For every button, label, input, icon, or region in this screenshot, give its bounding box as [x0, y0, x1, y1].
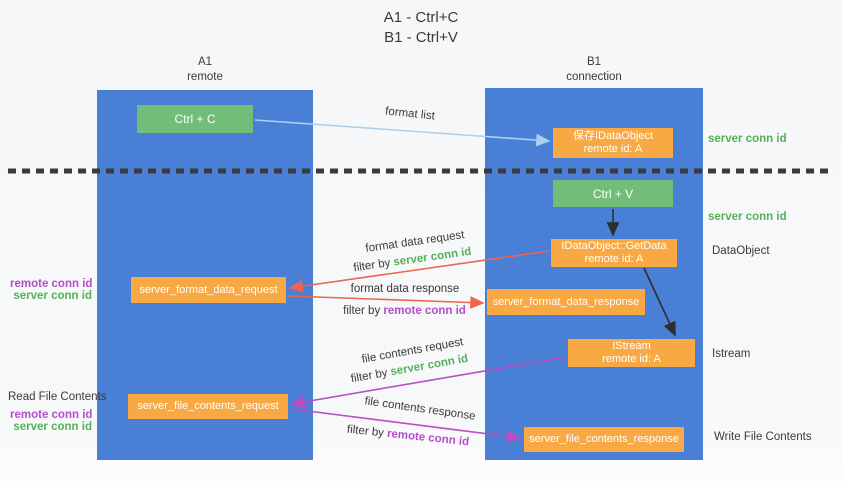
- format-data-response-filter-label: filter by remote conn id: [332, 305, 477, 317]
- ctrl-c-label: Ctrl + C: [174, 112, 216, 126]
- read-file-contents-label: Read File Contents: [8, 391, 107, 403]
- server-conn-id-left-mid-label: server conn id: [13, 290, 92, 302]
- left-bottom-conn-id-labels: remote conn id server conn id: [10, 409, 92, 433]
- remote-conn-id-highlight: remote conn id: [386, 427, 470, 449]
- title-line-1: A1 - Ctrl+C: [383, 9, 459, 26]
- idataobject-getdata-line2: remote id: A: [584, 253, 644, 265]
- file-contents-response-filter-label: filter by remote conn id: [333, 422, 483, 450]
- server-format-data-response-box: server_format_data_response: [487, 289, 645, 315]
- title-line-2: B1 - Ctrl+V: [384, 29, 458, 46]
- server-conn-id-mid-label: server conn id: [708, 211, 787, 223]
- server-file-contents-response-label: server_file_contents_response: [529, 433, 679, 445]
- istream-line2: remote id: A: [602, 353, 661, 365]
- istream-side-label: Istream: [712, 348, 751, 360]
- filter-by-prefix: filter by: [346, 423, 388, 440]
- server-file-contents-request-box: server_file_contents_request: [128, 394, 288, 419]
- right-column-subtitle: connection: [566, 71, 622, 83]
- save-idataobject-line2: remote id: A: [583, 143, 643, 155]
- write-file-contents-label: Write File Contents: [714, 431, 812, 443]
- server-conn-id-left-bottom-label: server conn id: [13, 421, 92, 433]
- format-data-response-edge-label: format data response: [350, 283, 460, 295]
- left-column-name: A1: [197, 56, 213, 68]
- left-column-header: A1 remote: [97, 55, 313, 85]
- server-file-contents-response-box: server_file_contents_response: [524, 427, 684, 452]
- format-list-edge-label: format list: [384, 105, 436, 123]
- server-format-data-request-label: server_format_data_request: [139, 283, 278, 296]
- left-column-subtitle: remote: [187, 71, 223, 83]
- server-file-contents-request-label: server_file_contents_request: [137, 400, 279, 412]
- idataobject-getdata-box: IDataObject::GetData remote id: A: [551, 239, 677, 267]
- save-idataobject-box: 保存IDataObject remote id: A: [553, 128, 673, 158]
- filter-by-prefix: filter by: [352, 256, 395, 275]
- save-idataobject-line1: 保存IDataObject: [572, 130, 654, 142]
- istream-box: IStream remote id: A: [568, 339, 695, 367]
- ctrl-c-action-box: Ctrl + C: [137, 105, 253, 133]
- idataobject-getdata-line1: IDataObject::GetData: [561, 240, 667, 252]
- right-column-header: B1 connection: [485, 55, 703, 85]
- dataobject-label: DataObject: [712, 245, 770, 257]
- filter-by-prefix: filter by: [343, 305, 384, 317]
- left-mid-conn-id-labels: remote conn id server conn id: [10, 278, 92, 302]
- remote-conn-id-mid-label: remote conn id: [10, 278, 93, 290]
- remote-conn-id-highlight: remote conn id: [383, 305, 466, 317]
- server-format-data-response-label: server_format_data_response: [492, 295, 640, 308]
- right-column-name: B1: [586, 56, 602, 68]
- ctrl-v-label: Ctrl + V: [592, 186, 634, 201]
- ctrl-v-action-box: Ctrl + V: [553, 180, 673, 207]
- server-format-data-request-box: server_format_data_request: [131, 277, 286, 303]
- server-conn-id-top-label: server conn id: [708, 133, 787, 145]
- format-data-response-arrow: [287, 295, 485, 309]
- istream-line1: IStream: [612, 340, 651, 352]
- filter-by-prefix: filter by: [349, 366, 392, 386]
- remote-conn-id-bottom-label: remote conn id: [10, 409, 93, 421]
- file-contents-response-edge-label: file contents response: [363, 395, 477, 423]
- diagram-title: A1 - Ctrl+C B1 - Ctrl+V: [0, 8, 842, 48]
